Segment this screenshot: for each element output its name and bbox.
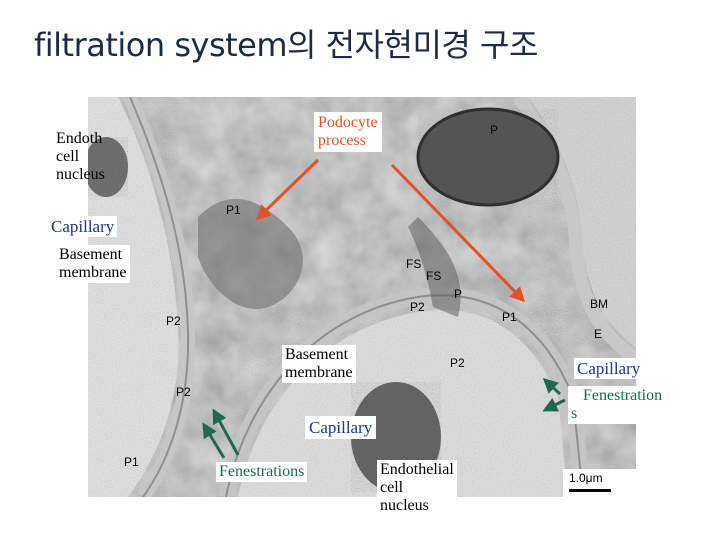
podocyte-arrow bbox=[255, 158, 320, 221]
label-basement-membrane-left: Basement membrane bbox=[56, 245, 130, 283]
fenestration-arrow bbox=[542, 397, 566, 412]
em-label-fs: FS bbox=[406, 257, 422, 271]
label-fenestrations-right: Fenestration s bbox=[568, 386, 666, 424]
em-label-p: P bbox=[490, 123, 499, 137]
podocyte-arrow bbox=[390, 163, 526, 303]
slide-title: filtration system의 전자현미경 구조 bbox=[34, 26, 538, 64]
em-label-p1: P1 bbox=[502, 310, 517, 324]
fenestration-arrow bbox=[212, 408, 240, 456]
scale-bar-label: 1.0μm bbox=[569, 471, 603, 485]
em-label-p1: P1 bbox=[226, 203, 241, 217]
em-label-p2: P2 bbox=[410, 300, 425, 314]
em-label-p2: P2 bbox=[166, 314, 181, 328]
fenestration-arrow bbox=[542, 377, 562, 396]
label-capillary-right: Capillary bbox=[574, 358, 644, 380]
label-basement-membrane-center: Basement membrane bbox=[282, 345, 356, 383]
label-endothelial-cell-nucleus: Endothelial cell nucleus bbox=[377, 460, 457, 516]
em-label-e: E bbox=[594, 327, 603, 341]
fenestration-arrow bbox=[202, 422, 226, 459]
em-label-p2: P2 bbox=[450, 356, 465, 370]
label-capillary-center: Capillary bbox=[305, 416, 377, 440]
label-capillary-left: Capillary bbox=[48, 216, 118, 238]
em-label-fs: FS bbox=[426, 269, 442, 283]
label-fenestrations: Fenestrations bbox=[216, 462, 308, 482]
em-label-p: P bbox=[454, 287, 463, 301]
em-label-p2: P2 bbox=[176, 385, 191, 399]
label-podocyte-process: Podocyte process bbox=[314, 112, 382, 152]
em-label-p1: P1 bbox=[124, 455, 139, 469]
em-label-bm: BM bbox=[590, 297, 608, 311]
label-endoth-cell-nucleus: Endoth cell nucleus bbox=[56, 130, 105, 183]
